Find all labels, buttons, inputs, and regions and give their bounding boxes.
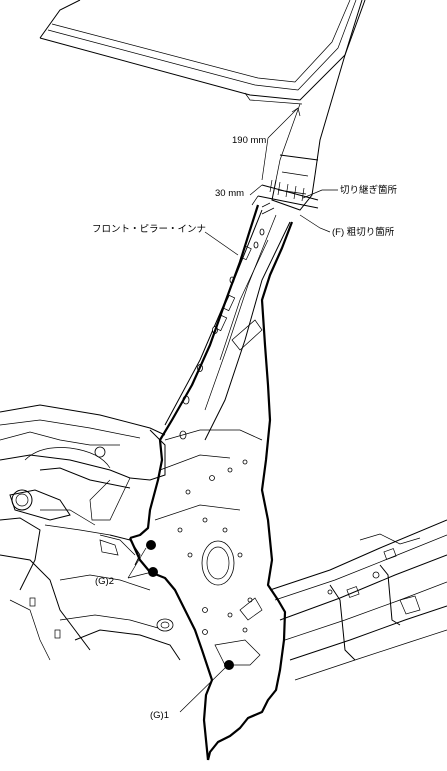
g1-label: (G)1	[150, 710, 169, 721]
cut-joint-marks	[257, 179, 319, 215]
lower-pillar-panel	[154, 429, 263, 666]
dimension-190: 190 mm	[232, 107, 301, 181]
callouts: 切り継ぎ箇所 (F) 粗切り箇所 フロント・ピラー・インナ	[92, 184, 398, 256]
front-pillar-inner	[164, 209, 291, 441]
rough-cut-label: (F) 粗切り箇所	[332, 226, 395, 238]
weld-point-g2-upper	[146, 540, 156, 550]
cut-joint-label: 切り継ぎ箇所	[340, 184, 398, 196]
roof-panel	[39, 0, 366, 181]
cut-outline	[128, 204, 294, 761]
upper-pillar	[271, 154, 319, 211]
dim-30-label: 30 mm	[215, 188, 244, 199]
g2-label: (G)2	[95, 576, 114, 587]
sill-structure	[269, 519, 447, 681]
dim-190-label: 190 mm	[232, 135, 266, 146]
left-structure	[0, 404, 181, 661]
dimension-30: 30 mm	[215, 184, 263, 206]
weld-point-g1	[224, 660, 234, 670]
part-name-label: フロント・ピラー・インナ	[92, 224, 206, 235]
weld-point-g2-lower	[148, 567, 158, 577]
weld-points: (G)2 (G)1	[95, 540, 234, 721]
